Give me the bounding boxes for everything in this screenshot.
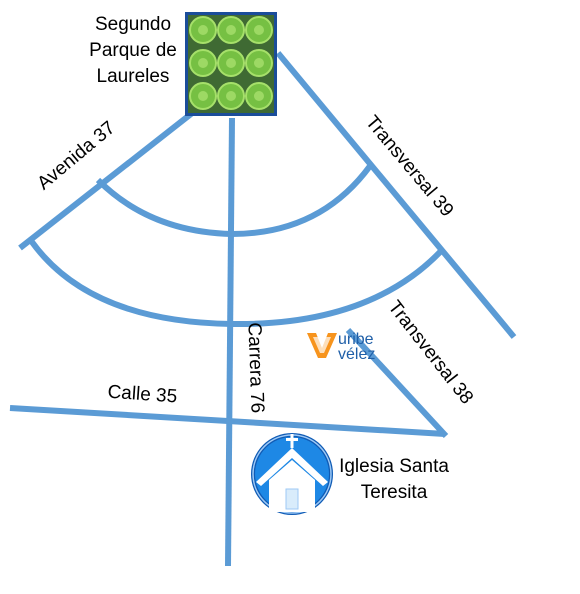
park-tile-icon (185, 12, 277, 116)
road-calle-35 (9, 405, 446, 437)
church-label-line1: Iglesia Santa (339, 456, 449, 477)
logo-word-2: vélez (338, 346, 375, 363)
park-label-line2: Parque de (89, 40, 177, 61)
uribe-velez-logo-icon: uribe vélez (307, 331, 375, 363)
road-transversal-39 (275, 51, 517, 339)
label-transversal-38: Transversal 38 (384, 297, 477, 408)
label-carrera-76: Carrera 76 (243, 322, 267, 414)
park-label-line1: Segundo (95, 14, 171, 35)
road-carrera-76 (225, 117, 235, 567)
road-network (9, 51, 517, 567)
road-outer-arc (29, 240, 445, 328)
label-calle-35: Calle 35 (107, 382, 178, 408)
church-icon (251, 433, 333, 515)
park-label-line3: Laureles (97, 66, 170, 87)
road-avenida-37 (18, 100, 207, 251)
church-label-line2: Teresita (361, 482, 428, 503)
road-transversal-38 (345, 327, 449, 439)
logo-word-1: uribe (338, 331, 374, 348)
road-inner-arc (95, 164, 373, 238)
